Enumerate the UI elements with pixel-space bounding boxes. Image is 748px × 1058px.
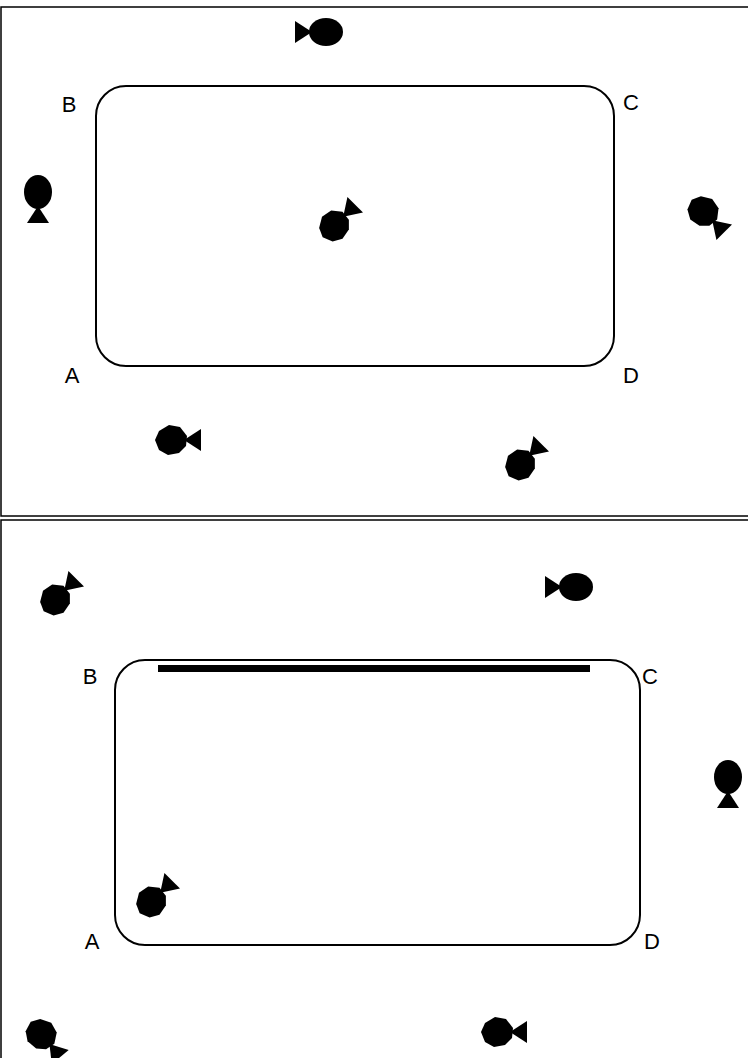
corner-label: C	[642, 666, 658, 688]
fish-landmark	[129, 870, 183, 924]
fish-landmark	[681, 189, 735, 243]
corner-label: C	[623, 92, 639, 114]
fish-body	[155, 425, 187, 455]
fish-landmark	[33, 568, 87, 622]
fish-landmark	[498, 433, 552, 487]
fish-landmark	[312, 194, 366, 248]
panel-frame	[1, 7, 748, 516]
fish-body	[129, 880, 173, 924]
fish-body	[312, 204, 356, 248]
fish-body	[24, 175, 52, 209]
fish-body	[33, 578, 77, 622]
fish-body	[498, 443, 542, 487]
fish-body	[714, 760, 742, 794]
fish-body	[681, 189, 725, 233]
arena-outline	[96, 86, 614, 366]
fish-landmark	[24, 175, 52, 223]
fish-landmark	[714, 760, 742, 808]
fish-landmark	[155, 425, 201, 455]
fish-landmark	[19, 1012, 72, 1058]
fish-body	[19, 1012, 63, 1056]
fish-landmark	[481, 1017, 527, 1047]
panel-frame	[1, 520, 748, 1058]
arena-outline	[115, 660, 640, 945]
corner-label: A	[85, 931, 100, 953]
fish-body	[559, 573, 593, 601]
corner-label: D	[644, 931, 660, 953]
fish-body	[481, 1017, 513, 1047]
fish-landmark	[295, 18, 343, 46]
corner-label: D	[623, 365, 639, 387]
wall-barrier	[158, 665, 590, 672]
fish-landmark	[545, 573, 593, 601]
corner-label: B	[83, 666, 98, 688]
corner-label: B	[62, 94, 77, 116]
corner-label: A	[65, 365, 80, 387]
fish-body	[309, 18, 343, 46]
